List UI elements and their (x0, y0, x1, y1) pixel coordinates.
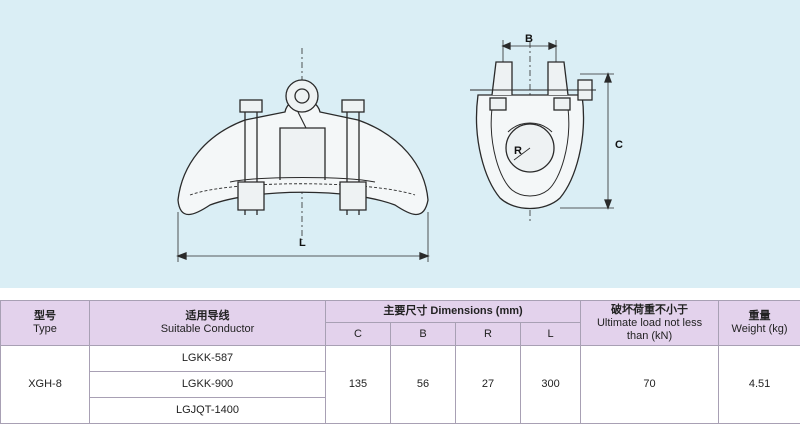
cell-b: 56 (390, 345, 456, 424)
table-row: LGKK-900 (1, 371, 800, 398)
cell-r: 27 (455, 345, 521, 424)
header-row: 型号 Type 适用导线 Suitable Conductor 主要尺寸 Dim… (0, 300, 800, 346)
header-ultimate-load: 破坏荷重不小于 Ultimate load not less than (kN) (580, 300, 720, 346)
subheader-b: B (390, 322, 456, 346)
cell-conductor-3: LGJQT-1400 (89, 397, 326, 424)
subheader-l: L (519, 322, 582, 346)
subheader-c: C (325, 322, 391, 346)
clamp-drawing-svg: L (176, 33, 623, 262)
subheader-r: R (455, 322, 521, 346)
dimension-b-label: B (525, 33, 533, 45)
cell-conductor-2: LGKK-900 (89, 371, 326, 398)
dimension-l-label: L (299, 237, 306, 249)
side-view (470, 40, 614, 222)
header-conductor: 适用导线 Suitable Conductor (89, 300, 326, 346)
table-row: XGH-8 LGKK-587 135 56 27 300 70 4.51 (0, 345, 800, 424)
table-row: LGJQT-1400 (1, 397, 800, 424)
dimension-subheader-row: C B R L (1, 322, 800, 346)
cell-conductor-1: LGKK-587 (89, 345, 326, 372)
cell-weight: 4.51 (718, 345, 800, 424)
header-dimensions: 主要尺寸 Dimensions (mm) (324, 300, 582, 323)
dimension-c-label: C (615, 139, 623, 151)
cell-l: 300 (519, 345, 582, 424)
technical-drawing: L (0, 0, 800, 288)
cell-ultimate-load: 70 (580, 345, 720, 424)
cell-c: 135 (325, 345, 391, 424)
dimension-r-label: R (514, 145, 522, 157)
spec-table: 型号 Type 适用导线 Suitable Conductor 主要尺寸 Dim… (0, 300, 800, 424)
header-weight: 重量 Weight (kg) (718, 300, 800, 346)
header-type: 型号 Type (0, 300, 90, 346)
cell-type: XGH-8 (0, 345, 90, 424)
front-view (176, 48, 430, 262)
